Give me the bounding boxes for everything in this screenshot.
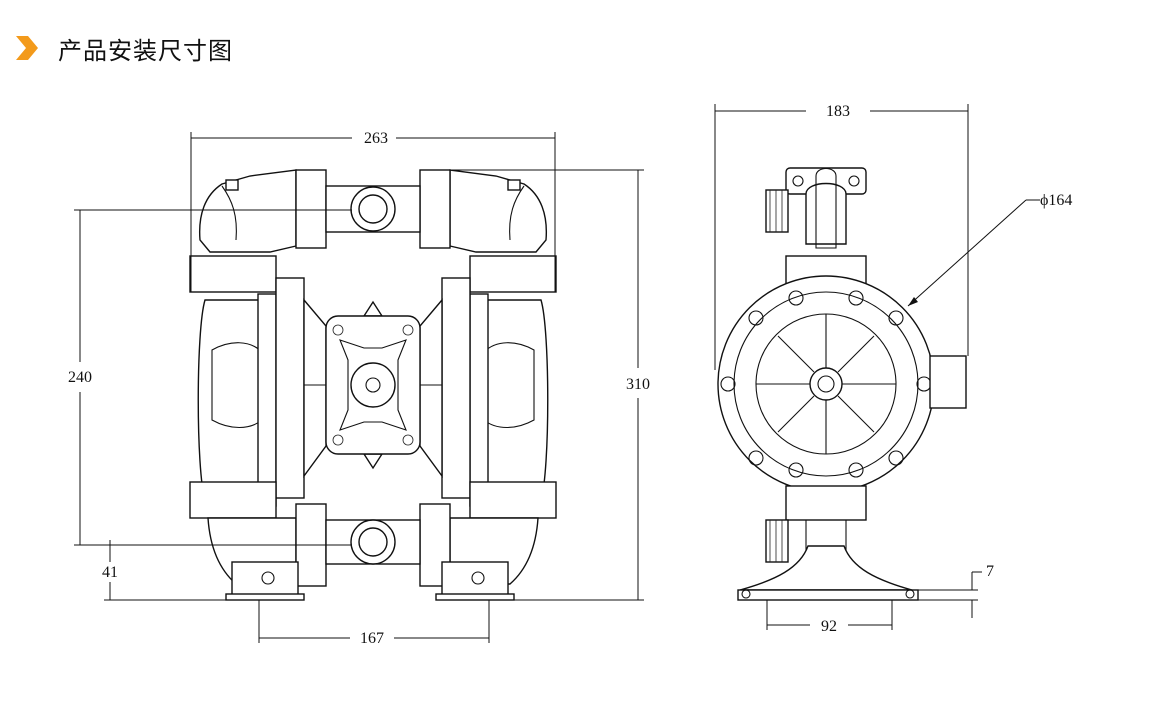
side-dimensions: 183 ϕ164 7 92 <box>714 103 1072 635</box>
front-dimensions: 263 240 310 41 167 <box>68 130 650 647</box>
right-chamber <box>419 277 549 507</box>
top-flange <box>765 167 867 287</box>
side-view: 183 ϕ164 7 92 <box>714 103 1072 635</box>
dim-overall-height: 310 <box>626 376 650 393</box>
dim-overall-depth: 183 <box>826 103 850 120</box>
dim-foot-thickness: 7 <box>986 563 994 580</box>
top-manifold <box>198 169 548 253</box>
dim-mount-spacing: 167 <box>360 630 384 647</box>
dim-diaphragm-diameter: ϕ164 <box>1040 192 1072 209</box>
left-chamber <box>197 277 327 507</box>
chevron-right-icon <box>16 36 38 60</box>
front-view: 263 240 310 41 167 <box>68 130 650 647</box>
mounting-feet <box>225 561 515 601</box>
dim-overall-width: 263 <box>364 130 388 147</box>
center-air-valve <box>304 300 442 470</box>
side-base-foot <box>737 545 919 601</box>
dim-side-mount-spacing: 92 <box>821 618 837 635</box>
dim-height-between-ports: 240 <box>68 369 92 386</box>
section-header: 产品安装尺寸图 <box>14 30 233 66</box>
dim-base-to-port: 41 <box>102 564 118 581</box>
bottom-manifold <box>207 503 539 587</box>
pump-chamber-disk <box>717 275 967 493</box>
page-title: 产品安装尺寸图 <box>58 36 233 65</box>
